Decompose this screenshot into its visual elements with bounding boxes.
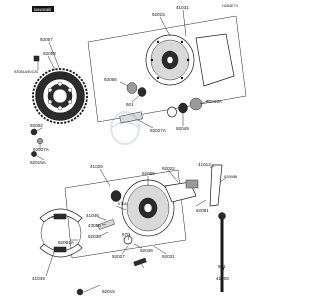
label-92049a: 92049A — [206, 99, 223, 104]
label-92081abcd: 92081A/B/C/D — [14, 70, 39, 74]
label-41008: 41008 — [216, 276, 229, 281]
top-leader-lines — [35, 9, 211, 161]
watermark-emblem — [109, 110, 141, 146]
nut-92081 — [33, 55, 40, 62]
camshaft-43050 — [97, 219, 115, 230]
hub-panel-frame — [87, 15, 247, 123]
label-92027a: 92027A — [150, 128, 167, 133]
label-41048: 41048 — [86, 213, 99, 218]
label-670: 670 — [122, 232, 130, 237]
label-41031: 41031 — [176, 5, 189, 10]
label-601-top: 601 — [126, 102, 134, 107]
exploded-parts-diagram: kawasaki H284E74 — [14, 4, 247, 296]
label-41012: 41012 — [198, 162, 211, 167]
rear-sprocket — [32, 68, 88, 124]
bearing-right — [167, 106, 177, 118]
label-41049: 41049 — [32, 276, 45, 281]
label-92066: 92066 — [104, 77, 117, 82]
label-92015-bottom: 92015 — [102, 289, 115, 294]
label-92036: 92036 — [88, 234, 101, 239]
label-43050: 43050 — [88, 223, 101, 228]
rear-hub-top — [145, 33, 235, 87]
label-92002: 92002 — [30, 123, 43, 128]
cam-seal — [110, 190, 122, 202]
label-92057: 92057 — [40, 37, 53, 42]
washer-92002 — [30, 128, 38, 136]
axle-nut-bottom — [76, 288, 84, 296]
washer-92015a — [31, 151, 37, 157]
diagram-code: H284E74 — [222, 4, 238, 8]
logo-text: kawasaki — [34, 7, 52, 12]
label-670a: 670A — [118, 202, 127, 206]
brake-panel — [121, 179, 199, 237]
nut-92037a — [36, 137, 44, 145]
bearing-601 — [137, 87, 147, 97]
label-92065: 92065 — [142, 171, 155, 176]
label-92015-top: 92015 — [152, 12, 165, 17]
label-92027: 92027 — [112, 254, 125, 259]
seal-92049a — [189, 97, 203, 111]
label-92081a: 92081A — [58, 240, 75, 245]
label-92049: 92049 — [176, 126, 189, 131]
label-41025: 41025 — [90, 164, 103, 169]
label-601-mid: 601 — [218, 264, 226, 269]
axle-head — [218, 212, 226, 220]
label-92037a: 92037A — [33, 147, 50, 152]
label-92058: 92058 — [43, 51, 56, 56]
bearing-92066 — [126, 82, 138, 94]
label-92022: 92022 — [162, 166, 175, 171]
spacer-92027a — [119, 111, 143, 124]
label-92031: 92031 — [162, 254, 175, 259]
label-92068b: 92068B — [224, 175, 238, 179]
brake-shoes — [39, 208, 83, 258]
kawasaki-logo: kawasaki — [32, 6, 54, 12]
label-92015a: 92015A — [30, 160, 47, 165]
brake-lever — [209, 164, 223, 207]
brake-panel-frame — [64, 169, 187, 259]
collar-92049 — [178, 102, 188, 114]
bottom-leader-lines — [45, 165, 227, 293]
label-92081-mid: 92081 — [196, 208, 209, 213]
label-92046: 92046 — [140, 248, 153, 253]
